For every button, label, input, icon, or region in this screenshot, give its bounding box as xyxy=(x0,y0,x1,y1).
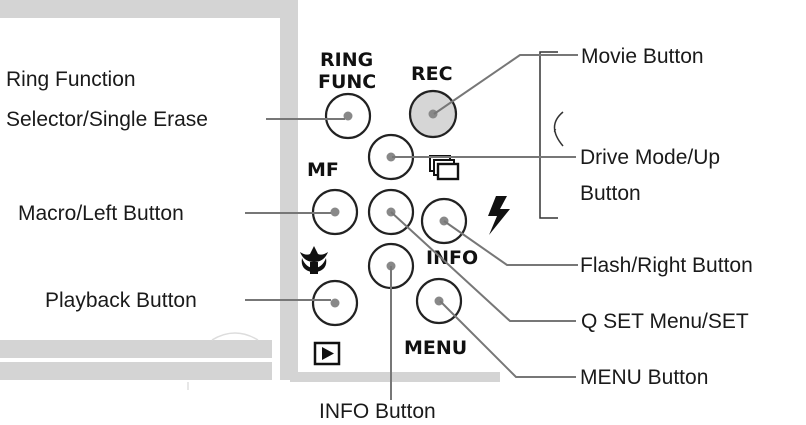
callout-drive-mode-line1: Drive Mode/Up xyxy=(580,146,720,169)
macro-icon xyxy=(300,246,328,274)
playback-icon xyxy=(313,341,341,366)
callout-ring-function-line2: Selector/Single Erase xyxy=(6,108,208,131)
callout-ring-function-line1: Ring Function xyxy=(6,68,136,91)
drive-mode-icon xyxy=(429,155,460,181)
info-marking: INFO xyxy=(426,247,478,269)
callout-movie: Movie Button xyxy=(581,45,704,68)
rec-marking: REC xyxy=(411,63,453,85)
movie-rec-button[interactable] xyxy=(408,89,458,139)
leader-movie xyxy=(433,54,578,115)
callout-menu: MENU Button xyxy=(580,366,708,389)
mf-marking: MF xyxy=(307,159,339,181)
callout-q-set: Q SET Menu/SET xyxy=(581,310,749,333)
ring-function-button[interactable] xyxy=(324,92,372,140)
callout-drive-mode-line2: Button xyxy=(580,182,641,205)
frame-right-bar xyxy=(280,0,298,380)
lcd-bottom-bar-upper xyxy=(0,340,272,358)
frame-top-bar xyxy=(0,0,298,18)
callout-info: INFO Button xyxy=(319,400,436,423)
ring-func-marking-line2: FUNC xyxy=(318,71,376,93)
callout-flash-right: Flash/Right Button xyxy=(580,254,753,277)
lcd-corner-arc xyxy=(211,332,259,341)
flash-icon xyxy=(488,196,510,235)
playback-button[interactable] xyxy=(311,279,359,327)
control-dial-outline: ‹ xyxy=(539,51,564,219)
lcd-bottom-bar-lower xyxy=(0,362,272,380)
menu-marking: MENU xyxy=(404,337,467,359)
frame-bottom-strip xyxy=(290,372,500,382)
leader-flash-right xyxy=(443,220,578,266)
camera-body-frame xyxy=(0,0,500,390)
leader-q-set xyxy=(390,211,576,322)
callout-playback: Playback Button xyxy=(45,289,197,312)
ring-func-marking-line1: RING xyxy=(320,49,373,71)
svg-text:‹: ‹ xyxy=(553,126,557,137)
leader-menu xyxy=(439,300,576,378)
callout-macro-left: Macro/Left Button xyxy=(18,202,184,225)
